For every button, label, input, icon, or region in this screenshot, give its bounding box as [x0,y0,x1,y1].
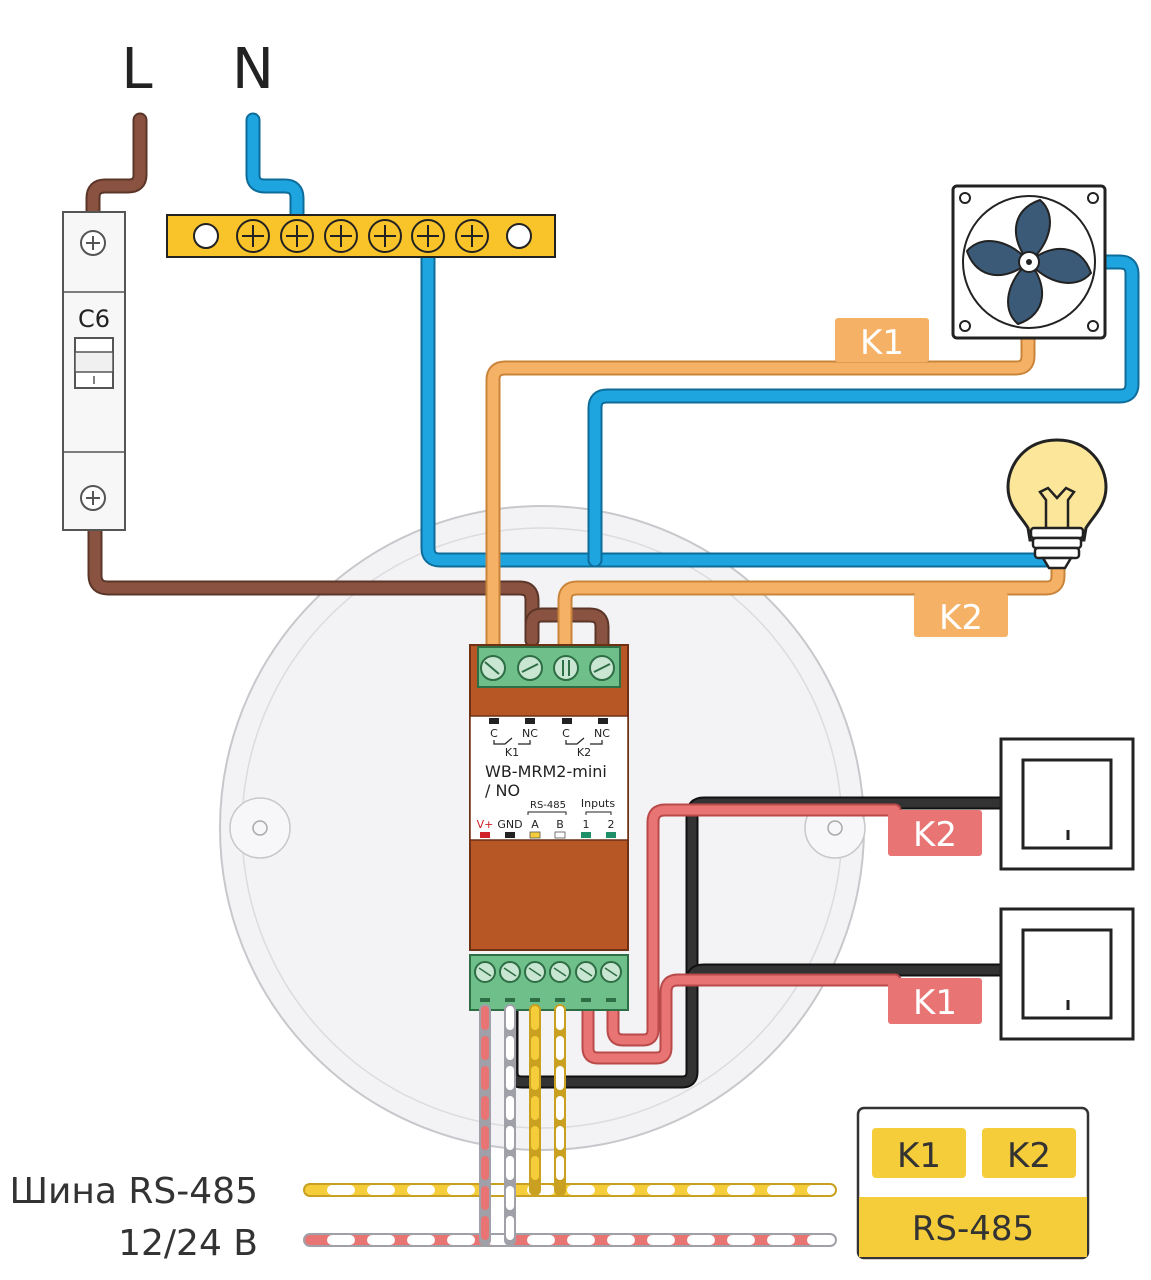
k2-bulb-label-text: K2 [939,598,983,638]
k1-fan-label-text: K1 [860,323,904,363]
k1-fan-label: K1 [835,318,929,363]
bulb-icon [1006,438,1108,570]
bus-bar-screws [236,219,489,253]
pin-in2-label: 2 [608,818,615,831]
legend: K1 K2 RS-485 [856,1106,1090,1260]
k2-c-label: C [562,727,570,740]
legend-rs485: RS-485 [912,1209,1034,1249]
fan-icon [951,184,1107,340]
neutral-bus-bar [166,214,556,258]
circuit-breaker: C6 [62,211,126,531]
k1-c-label: C [490,727,498,740]
neutral-label: N [232,37,274,102]
k2-switch-label-text: K2 [913,815,957,855]
k2-switch-label: K2 [888,810,982,856]
module-variant: / NO [485,781,520,800]
rs485-bus-cable [303,1004,837,1247]
line-label: L [121,37,152,102]
breaker-rating: C6 [78,305,110,333]
legend-k2: K2 [1007,1136,1051,1176]
legend-k1: K1 [897,1136,941,1176]
switch-k2-icon [999,737,1135,871]
switch-k1-icon [999,907,1135,1041]
k1-switch-label-text: K1 [913,983,957,1023]
k2-bulb-label: K2 [914,593,1008,638]
rs485-pin-group-label: RS-485 [530,800,566,811]
pin-gnd-label: GND [497,818,522,831]
k1-switch-label: K1 [888,978,982,1024]
k1-nc-label: NC [522,727,538,740]
bus-label-line2: 12/24 В [118,1223,258,1264]
k2-nc-label: NC [594,727,610,740]
relay-module: C NC C NC K1 K2 WB-MRM2-mini / NO RS-485… [469,644,629,1011]
pin-vplus-label: V+ [477,818,494,831]
pin-a-label: A [531,818,539,831]
inputs-pin-group-label: Inputs [581,797,615,810]
pin-in1-label: 1 [583,818,590,831]
bus-label-line1: Шина RS-485 [9,1171,258,1212]
module-k1-label: K1 [505,746,519,759]
pin-b-label: B [556,818,564,831]
module-name: WB-MRM2-mini [485,762,607,781]
module-k2-label: K2 [577,746,591,759]
